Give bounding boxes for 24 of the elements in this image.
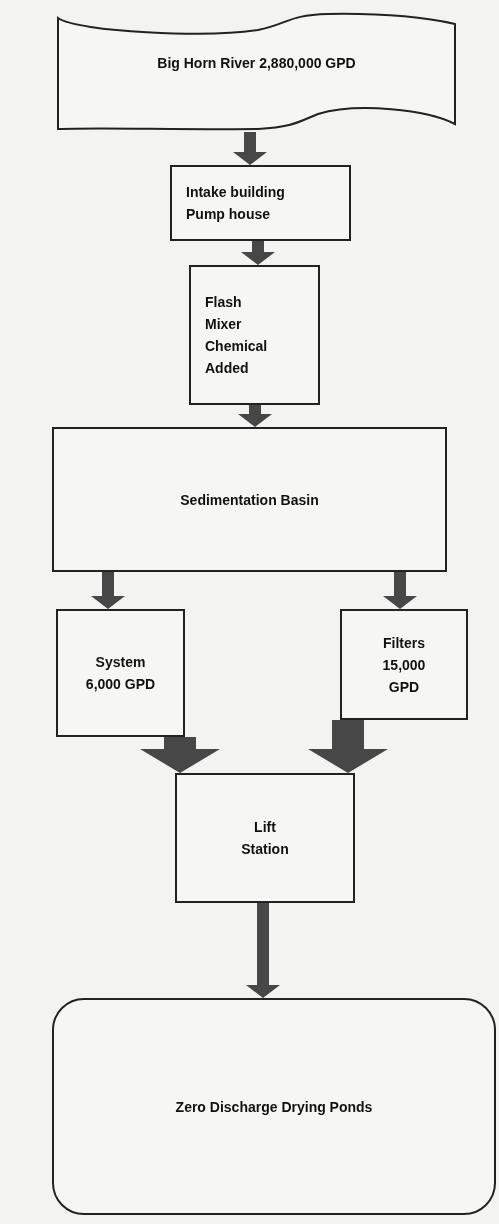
pond-terminal-box: [52, 998, 496, 1215]
node-label: Intake building Pump house: [186, 183, 286, 224]
flow-arrow: [238, 405, 272, 427]
process-box: [56, 609, 185, 737]
node-label: Lift Station: [240, 818, 290, 859]
process-box: [340, 609, 468, 720]
node-label: System 6,000 GPD: [84, 653, 157, 694]
node-label: Filters 15,000 GPD: [381, 633, 427, 697]
flow-arrow: [308, 720, 388, 773]
river-source-banner: [58, 10, 455, 132]
node-label: Sedimentation Basin: [180, 490, 319, 510]
process-box: [170, 165, 351, 241]
node-label: Big Horn River 2,880,000 GPD: [157, 54, 356, 73]
flow-arrow: [246, 903, 280, 998]
flow-arrow: [233, 132, 267, 165]
node-label: Flash Mixer Chemical Added: [205, 293, 269, 378]
process-box: [52, 427, 447, 572]
process-box: [175, 773, 355, 903]
node-label: Zero Discharge Drying Ponds: [175, 1097, 373, 1117]
flow-arrow: [383, 572, 417, 609]
flow-arrow: [241, 241, 275, 265]
process-box: [189, 265, 320, 405]
flow-arrow: [140, 737, 220, 773]
flow-arrow: [91, 572, 125, 609]
